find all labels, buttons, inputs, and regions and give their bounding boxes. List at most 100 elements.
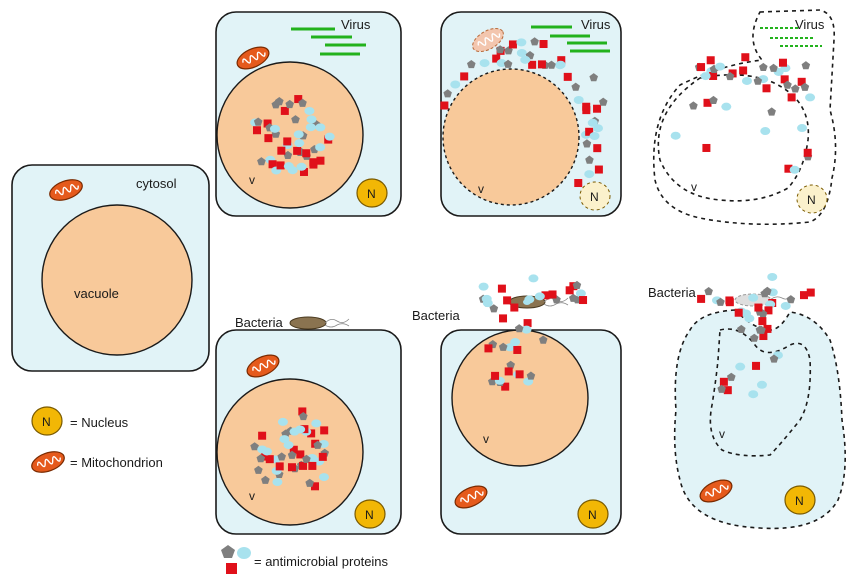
pentagon-protein [313, 440, 322, 449]
legend: N = Nucleus = Mitochondrion = antimicrob… [28, 406, 389, 574]
square-protein [563, 72, 572, 81]
pentagon-protein [759, 62, 768, 71]
ellipse-protein [575, 289, 586, 298]
square-protein [299, 461, 308, 470]
ellipse-protein [510, 338, 521, 347]
square-protein [440, 101, 449, 110]
square-protein [762, 84, 771, 93]
ellipse-protein [735, 362, 746, 371]
mitochondrion-icon [472, 27, 504, 53]
virus-label: Virus [795, 17, 825, 32]
square-protein [778, 58, 787, 67]
ellipse-protein [534, 292, 545, 301]
virus-label: Virus [581, 17, 611, 32]
square-protein [268, 160, 277, 169]
virus-cell-collapsed: Virus v N [652, 9, 837, 226]
ellipse-protein [715, 62, 726, 71]
pentagon-protein [443, 89, 452, 98]
protein-cluster [250, 95, 335, 176]
pentagon-protein [599, 97, 608, 106]
ellipse-protein [295, 425, 306, 434]
protein-cluster [250, 407, 329, 491]
square-protein [460, 72, 469, 81]
pentagon-protein [801, 61, 811, 70]
square-protein [293, 146, 302, 155]
square-protein [797, 77, 806, 86]
pentagon-protein [489, 304, 499, 313]
vacuole [442, 68, 580, 206]
pentagon-protein [287, 450, 297, 459]
square-protein [541, 291, 550, 300]
ellipse-protein [324, 132, 335, 141]
square-protein [799, 291, 808, 300]
virus-cell-middle: Virus v N [440, 11, 622, 217]
square-protein [318, 452, 327, 461]
pentagon-protein [572, 280, 582, 289]
pentagon-protein [503, 59, 513, 68]
pentagon-protein [253, 117, 263, 126]
square-protein [787, 93, 796, 102]
square-protein [504, 367, 513, 376]
ellipse-protein [589, 131, 600, 140]
vacuole-label: v [483, 432, 489, 446]
legend-mitochondrion-text: = Mitochondrion [70, 455, 163, 470]
pentagon-protein [526, 371, 536, 380]
square-protein [499, 314, 508, 323]
pentagon-protein-icon [221, 545, 235, 558]
cytosol-label: cytosol [136, 176, 177, 191]
square-protein [574, 179, 583, 188]
square-protein [307, 429, 316, 438]
protein-cluster [478, 274, 588, 391]
square-protein [263, 119, 272, 128]
square-protein [702, 143, 711, 152]
legend-antimicrobial-text: = antimicrobial proteins [254, 554, 389, 569]
ellipse-protein [283, 162, 294, 171]
square-protein [593, 144, 602, 153]
square-protein [528, 60, 537, 69]
protein-cluster [440, 37, 608, 188]
ellipse-protein [741, 76, 752, 85]
square-protein [513, 345, 522, 354]
square-protein [484, 344, 493, 353]
pentagon-protein [498, 342, 508, 351]
ellipse-protein [767, 272, 778, 281]
pentagon-protein [689, 101, 698, 110]
nucleus-icon [356, 178, 388, 208]
nucleus-icon [784, 485, 816, 515]
pentagon-protein [571, 82, 580, 91]
square-protein [728, 69, 737, 78]
pentagon-protein [495, 45, 505, 54]
square-protein [548, 290, 557, 299]
square-protein [741, 53, 750, 62]
ellipse-protein [797, 124, 808, 133]
pentagon-protein [769, 63, 778, 72]
ellipse-protein [670, 131, 681, 140]
pentagon-protein [467, 60, 476, 69]
ellipse-protein [516, 49, 527, 58]
square-protein [311, 482, 320, 491]
square-protein [585, 127, 594, 136]
nucleus-letter: N [795, 494, 804, 508]
bacteria-cell-middle: Bacteria v N [412, 274, 622, 535]
bacteria-icon [289, 316, 350, 330]
ellipse-protein [478, 282, 489, 291]
vacuole-label: vacuole [74, 286, 119, 301]
pentagon-protein [750, 333, 759, 342]
square-protein [537, 60, 546, 69]
square-protein [289, 445, 298, 454]
ellipse-protein [765, 300, 776, 309]
pentagon-protein [506, 360, 515, 369]
pentagon-protein [709, 95, 718, 104]
square-protein [719, 377, 728, 386]
ellipse-protein [721, 102, 732, 111]
ellipse-protein [277, 417, 288, 426]
square-protein [697, 294, 706, 303]
ellipse-protein [528, 274, 539, 283]
square-protein [557, 56, 566, 65]
pentagon-protein [727, 372, 736, 381]
ellipse-protein [269, 124, 280, 133]
ellipse-protein [315, 143, 326, 152]
pentagon-protein [283, 150, 293, 159]
square-protein [754, 303, 763, 312]
